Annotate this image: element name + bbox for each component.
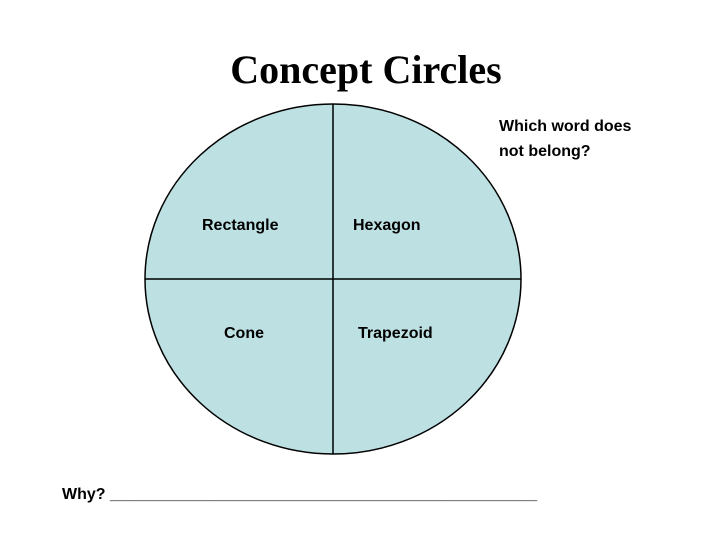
quadrant-word-rectangle: Rectangle (202, 217, 279, 234)
question-line-1: Which word does (499, 118, 632, 135)
quadrant-word-trapezoid: Trapezoid (358, 325, 433, 342)
quadrant-word-cone: Cone (224, 325, 264, 342)
question-line-2: not belong? (499, 143, 591, 160)
slide-title-text: Concept Circles (230, 47, 502, 92)
question-prompt: Which word does not belong? (499, 114, 699, 164)
why-answer-line: Why? ___________________________________… (62, 486, 538, 503)
slide-title: Concept Circles (0, 40, 728, 100)
quadrant-word-hexagon: Hexagon (353, 217, 421, 234)
